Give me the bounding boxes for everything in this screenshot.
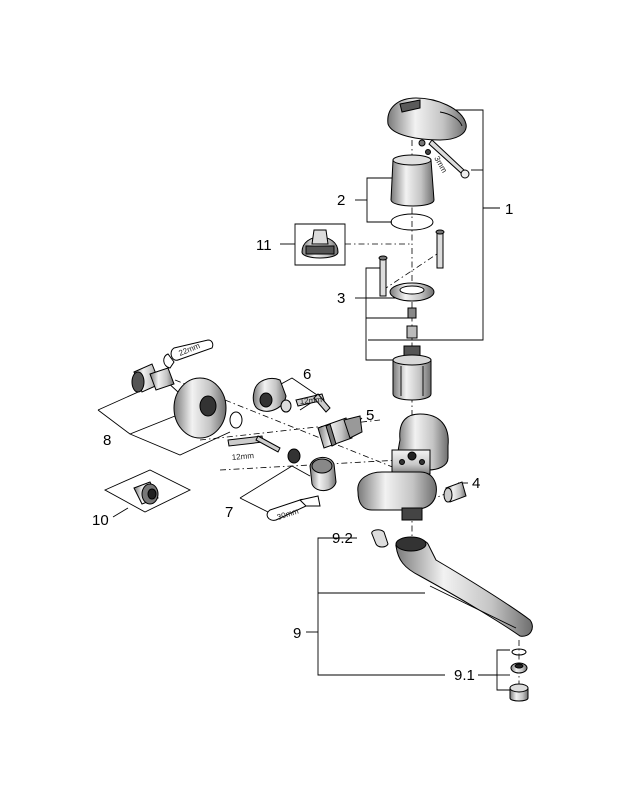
callout-11: 11 <box>256 237 272 254</box>
lever-handle <box>387 97 467 141</box>
mixer-body <box>357 413 449 521</box>
bonnet-ring <box>389 282 435 302</box>
part-10-group <box>103 469 192 513</box>
small-stem-parts <box>406 307 418 339</box>
plug-cap <box>443 481 467 503</box>
valve-connector <box>317 415 363 449</box>
spout-clip <box>371 529 389 548</box>
swivel-spout <box>395 536 533 637</box>
callout-4: 4 <box>472 475 480 492</box>
callout-9: 9 <box>293 625 301 642</box>
fixing-screws <box>378 229 445 297</box>
bracket-2 <box>355 177 392 223</box>
cover-sleeve <box>390 154 435 207</box>
callout-6: 6 <box>303 366 311 383</box>
cartridge <box>392 345 432 401</box>
callout-5: 5 <box>366 407 374 424</box>
part-11-group <box>294 223 346 266</box>
bracket-3 <box>355 267 408 361</box>
elbow-fitting <box>252 378 331 413</box>
s-union-assembly <box>131 363 243 439</box>
wrench-30mm <box>266 495 321 521</box>
screw-and-hex-key <box>418 139 470 179</box>
callout-9-2: 9.2 <box>332 530 353 547</box>
callout-9-1: 9.1 <box>454 667 475 684</box>
o-ring <box>390 213 434 231</box>
callout-1: 1 <box>505 201 513 218</box>
key-12mm-lower-label: 12mm <box>231 451 254 462</box>
aerator-parts <box>509 648 529 702</box>
callout-2: 2 <box>337 192 345 209</box>
callout-3: 3 <box>337 290 345 307</box>
leader-10 <box>112 507 129 518</box>
valve-nut-assembly <box>227 435 337 491</box>
bracket-9 <box>306 537 510 691</box>
key-12mm-upper-label: 12mm <box>299 395 322 406</box>
callout-7: 7 <box>225 504 233 521</box>
bracket-1 <box>368 109 500 341</box>
callout-10: 10 <box>92 512 109 529</box>
wrench-22mm <box>163 339 214 369</box>
callout-8: 8 <box>103 432 111 449</box>
